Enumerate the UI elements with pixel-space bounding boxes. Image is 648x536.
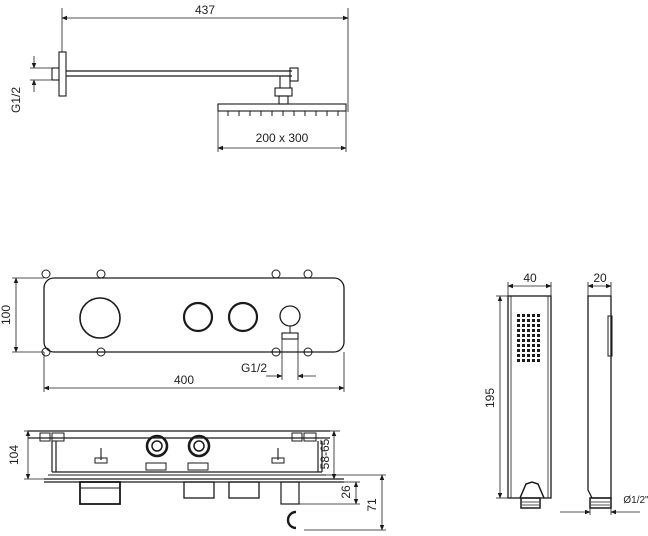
- valve-knob-1: [182, 301, 214, 333]
- dim-hand-thread: Ø1/2": [623, 495, 648, 506]
- dim-box-depth: 104: [7, 445, 21, 465]
- control-panel-section: 104 58-65 26 71: [7, 430, 386, 531]
- hose-holder: [286, 510, 297, 530]
- dim-hand-width: 40: [523, 271, 537, 285]
- panel-outline: [43, 277, 345, 353]
- wall-flange: [58, 51, 67, 97]
- control-panel-front: 100 400 G1/2: [0, 269, 345, 392]
- dim-panel-width: 400: [174, 373, 194, 387]
- dim-head-size: 200 x 300: [256, 131, 309, 145]
- dim-wall-thread: G1/2: [9, 87, 23, 113]
- inlet-connector-2: [187, 434, 211, 458]
- hand-shower-outlet: [279, 305, 301, 327]
- knob-profile-1: [79, 481, 121, 505]
- knob-profile-2: [183, 481, 215, 499]
- hand-shower-thread: [520, 497, 541, 509]
- head-plate: [217, 103, 347, 112]
- dim-outlet-thread: G1/2: [241, 361, 267, 375]
- hand-shower-side-thread: [589, 497, 612, 509]
- mounting-lugs: [41, 269, 313, 357]
- head-nozzles: [227, 111, 339, 116]
- thermostatic-knob: [79, 297, 121, 339]
- hand-shower-nozzles: [517, 314, 540, 362]
- dim-hand-depth: 20: [593, 271, 607, 285]
- valve-knob-2: [227, 301, 259, 333]
- dim-offset-71: 71: [365, 498, 379, 512]
- head-shower-view: 437 200 x 300: [9, 3, 349, 152]
- swivel-joint: [274, 87, 293, 97]
- hand-shower-front: 40 195: [483, 271, 552, 509]
- knob-profile-3: [228, 481, 260, 499]
- hand-shower-side: 20 Ø1/2": [560, 271, 648, 515]
- inlet-connector-1: [145, 434, 169, 458]
- dim-trim-projection: 58-65: [318, 438, 332, 469]
- dim-arm-length: 437: [195, 3, 215, 17]
- dim-offset-26: 26: [339, 485, 353, 499]
- arm-end-block: [289, 67, 299, 82]
- dim-hand-length: 195: [483, 388, 497, 408]
- dim-panel-height: 100: [0, 305, 13, 325]
